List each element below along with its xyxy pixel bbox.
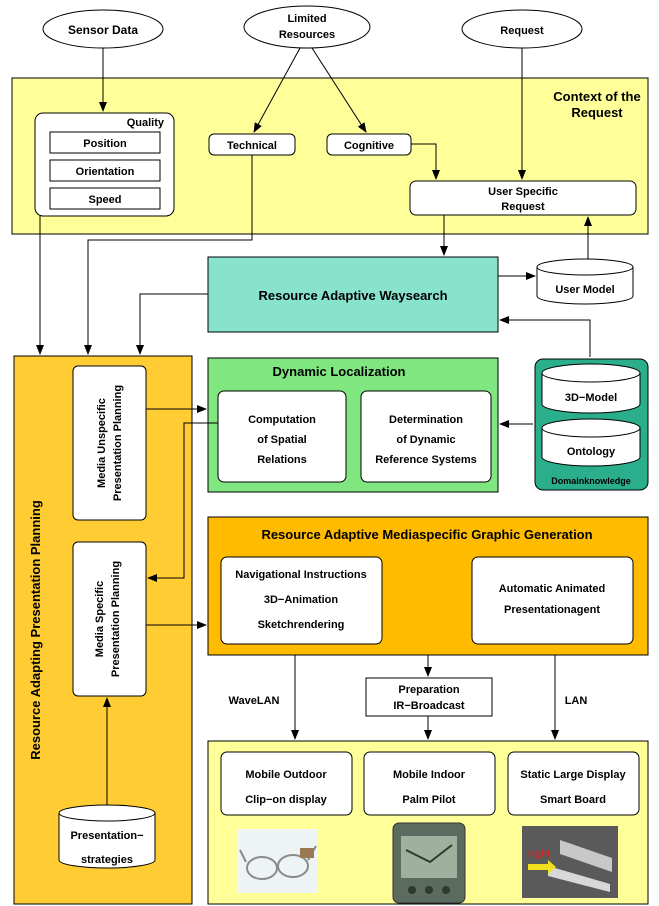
request-node: Request: [461, 9, 583, 49]
outdoor-label-1: Mobile Outdoor: [245, 769, 327, 781]
navigational-label-3: Sketchrendering: [258, 619, 345, 631]
quality-box: Quality Position Orientation Speed: [34, 112, 175, 217]
clip-on-glasses-image: [238, 829, 318, 893]
technical-box: Technical: [208, 133, 296, 156]
preparation-label-2: IR−Broadcast: [393, 700, 465, 712]
outdoor-device-box: Mobile Outdoor Clip−on display: [220, 751, 353, 816]
model-3d-label: 3D−Model: [565, 392, 617, 404]
limited-resources-node: Limited Resources: [243, 5, 371, 49]
media-specific-2: Presentation Planning: [110, 561, 122, 677]
cognitive-label: Cognitive: [344, 140, 394, 152]
media-specific-1: Media Specific: [94, 581, 106, 657]
spatial-label-2: of Spatial: [257, 434, 307, 446]
indoor-label-1: Mobile Indoor: [393, 769, 466, 781]
presentation-strategies-db: Presentation− strategies: [58, 804, 156, 869]
outdoor-label-2: Clip−on display: [245, 794, 327, 806]
presentationagent-box: Automatic Animated Presentationagent: [471, 556, 634, 645]
domainknowledge-box: 3D−Model Ontology Domainknowledge: [534, 358, 649, 491]
strategies-label-1: Presentation−: [70, 830, 143, 842]
graphics-title: Resource Adaptive Mediaspecific Graphic …: [261, 527, 592, 542]
waysearch-box: Resource Adaptive Waysearch: [207, 256, 499, 333]
speed-label: Speed: [88, 194, 121, 206]
indoor-device-box: Mobile Indoor Palm Pilot: [363, 751, 496, 816]
technical-label: Technical: [227, 140, 277, 152]
waysearch-label: Resource Adaptive Waysearch: [258, 288, 447, 303]
smart-board-image: right: [522, 826, 618, 898]
static-label-2: Smart Board: [540, 794, 606, 806]
reference-label-3: Reference Systems: [375, 454, 477, 466]
strategies-label-2: strategies: [81, 854, 133, 866]
user-model-label: User Model: [555, 284, 614, 296]
media-specific-box: Media Specific Presentation Planning: [72, 541, 147, 697]
user-model-db: User Model: [536, 258, 634, 305]
media-unspecific-1: Media Unspecific: [96, 398, 108, 488]
user-specific-request-2: Request: [501, 201, 545, 213]
connectors: [36, 47, 592, 805]
spatial-label-3: Relations: [257, 454, 307, 466]
navigational-box: Navigational Instructions 3D−Animation S…: [220, 556, 383, 645]
ontology-label: Ontology: [567, 446, 616, 458]
position-label: Position: [83, 138, 127, 150]
spatial-label-1: Computation: [248, 414, 316, 426]
navigational-label-1: Navigational Instructions: [235, 569, 366, 581]
user-specific-request-box: User Specific Request: [409, 180, 637, 216]
dynamic-localization-box: Dynamic Localization Computation of Spat…: [207, 357, 499, 493]
svg-text:right: right: [528, 849, 551, 860]
indoor-label-2: Palm Pilot: [402, 794, 456, 806]
limited-resources-label-2: Resources: [279, 29, 335, 41]
sensor-data-node: Sensor Data: [42, 9, 164, 49]
request-label: Request: [500, 25, 544, 37]
sensor-data-label: Sensor Data: [68, 23, 138, 37]
navigational-label-2: 3D−Animation: [264, 594, 339, 606]
context-title-1: Context of the: [553, 89, 640, 104]
planning-title: Resource Adapting Presentation Planning: [28, 500, 43, 760]
localization-title: Dynamic Localization: [273, 364, 406, 379]
static-device-box: Static Large Display Smart Board: [507, 751, 640, 816]
orientation-label: Orientation: [76, 166, 135, 178]
lan-label: LAN: [565, 695, 588, 707]
palm-pilot-image: [392, 822, 466, 904]
agent-label-2: Presentationagent: [504, 604, 600, 616]
cognitive-box: Cognitive: [326, 133, 412, 156]
limited-resources-label-1: Limited: [287, 13, 326, 25]
quality-label: Quality: [127, 117, 165, 129]
preparation-box: Preparation IR−Broadcast: [365, 677, 493, 717]
reference-label-2: of Dynamic: [396, 434, 455, 446]
context-title-2: Request: [571, 105, 623, 120]
reference-label-1: Determination: [389, 414, 463, 426]
media-unspecific-box: Media Unspecific Presentation Planning: [72, 365, 147, 521]
preparation-label-1: Preparation: [398, 684, 459, 696]
static-label-1: Static Large Display: [520, 769, 626, 781]
domainknowledge-label: Domainknowledge: [551, 476, 631, 486]
agent-label-1: Automatic Animated: [499, 583, 606, 595]
user-specific-request-1: User Specific: [488, 186, 558, 198]
media-unspecific-2: Presentation Planning: [112, 385, 124, 501]
wavelan-label: WaveLAN: [229, 695, 280, 707]
